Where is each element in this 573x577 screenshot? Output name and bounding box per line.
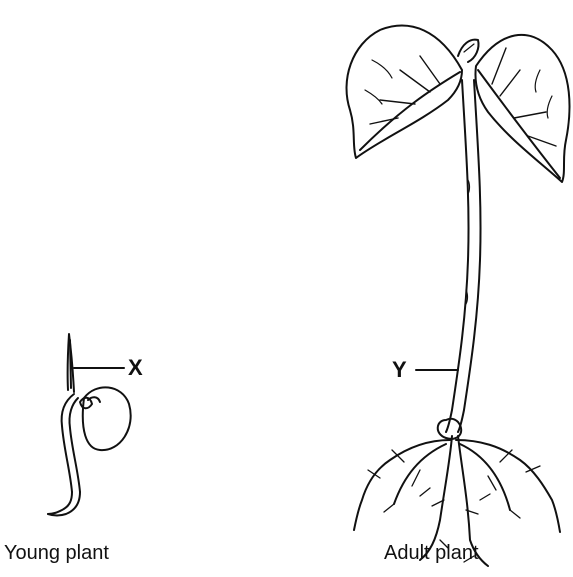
adult-plant-caption: Adult plant bbox=[384, 542, 479, 565]
young-plant-caption: Young plant bbox=[4, 542, 109, 565]
label-x: X bbox=[128, 355, 143, 381]
label-y: Y bbox=[392, 357, 407, 383]
young-plant-drawing bbox=[48, 334, 131, 516]
adult-plant-drawing bbox=[347, 26, 570, 566]
